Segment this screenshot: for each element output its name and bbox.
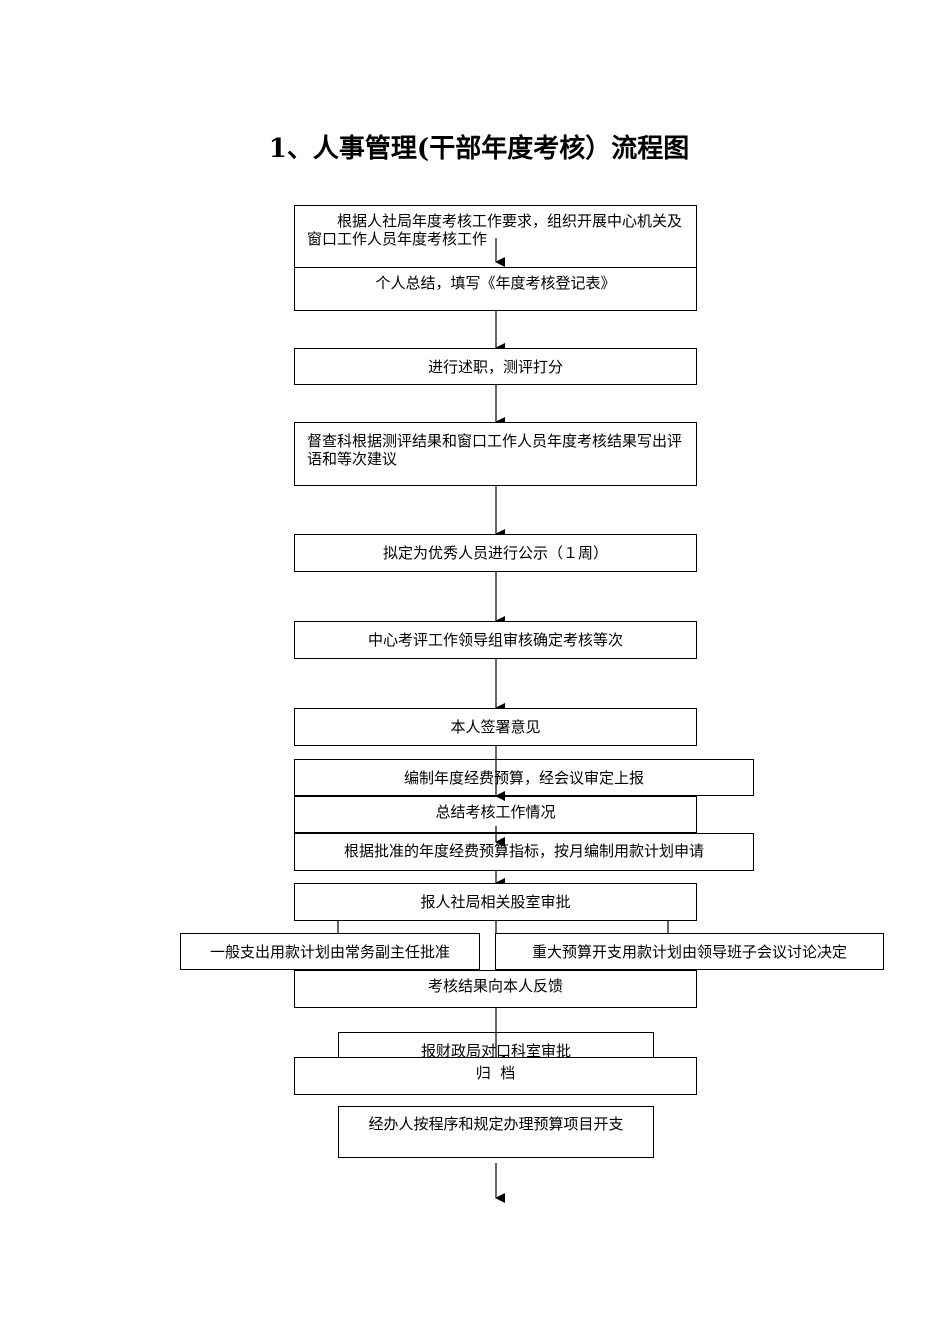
step-box-5: 拟定为优秀人员进行公示（１周） xyxy=(294,534,697,572)
overlay-text-3: 一般支出用款计划由常务副主任批准 xyxy=(209,943,450,961)
overlay-box-4: 重大预算开支用款计划由领导班子会议讨论决定 xyxy=(495,933,884,970)
overlay-text-5: 报财政局对口科室审批 xyxy=(420,1042,571,1060)
step-text-2: 个人总结，填写《年度考核登记表》 xyxy=(375,274,616,292)
overlay-box-3: 一般支出用款计划由常务副主任批准 xyxy=(180,933,480,970)
step-text-1: 根据人社局年度考核工作要求，组织开展中心机关及窗口工作人员年度考核工作 xyxy=(307,212,683,248)
step-box-7: 本人签署意见 xyxy=(294,708,697,746)
step-box-11: 归 档 xyxy=(294,1057,697,1095)
step-box-3: 进行述职，测评打分 xyxy=(294,348,697,385)
step-text-8: 总结考核工作情况 xyxy=(435,803,556,821)
step-box-8: 总结考核工作情况 xyxy=(294,796,697,833)
step-text-11: 归 档 xyxy=(475,1064,516,1082)
overlay-text-1: 编制年度经费预算，经会议审定上报 xyxy=(403,769,644,787)
step-box-1: 根据人社局年度考核工作要求，组织开展中心机关及窗口工作人员年度考核工作 xyxy=(294,205,697,268)
step-box-6: 中心考评工作领导组审核确定考核等次 xyxy=(294,621,697,659)
step-text-4: 督查科根据测评结果和窗口工作人员年度考核结果写出评语和等次建议 xyxy=(307,432,683,468)
overlay-text-4: 重大预算开支用款计划由领导班子会议讨论决定 xyxy=(531,943,847,961)
step-text-9: 报人社局相关股室审批 xyxy=(420,893,571,911)
overlay-text-6: 经办人按程序和规定办理预算项目开支 xyxy=(368,1115,624,1133)
overlay-box-2: 根据批准的年度经费预算指标，按月编制用款计划申请 xyxy=(294,833,754,871)
step-text-10: 考核结果向本人反馈 xyxy=(427,977,563,995)
step-box-4: 督查科根据测评结果和窗口工作人员年度考核结果写出评语和等次建议 xyxy=(294,422,697,486)
overlay-box-1: 编制年度经费预算，经会议审定上报 xyxy=(294,759,754,796)
page-title: 1、人事管理(干部年度考核）流程图 xyxy=(268,134,690,164)
step-text-6: 中心考评工作领导组审核确定考核等次 xyxy=(367,631,623,649)
step-box-9: 报人社局相关股室审批 xyxy=(294,883,697,921)
step-text-3: 进行述职，测评打分 xyxy=(427,358,563,376)
step-text-7: 本人签署意见 xyxy=(450,718,541,736)
overlay-text-2: 根据批准的年度经费预算指标，按月编制用款计划申请 xyxy=(343,842,704,860)
overlay-box-6: 经办人按程序和规定办理预算项目开支 xyxy=(338,1106,654,1158)
step-box-2: 个人总结，填写《年度考核登记表》 xyxy=(294,267,697,311)
step-box-10: 考核结果向本人反馈 xyxy=(294,970,697,1008)
step-text-5: 拟定为优秀人员进行公示（１周） xyxy=(382,544,608,562)
